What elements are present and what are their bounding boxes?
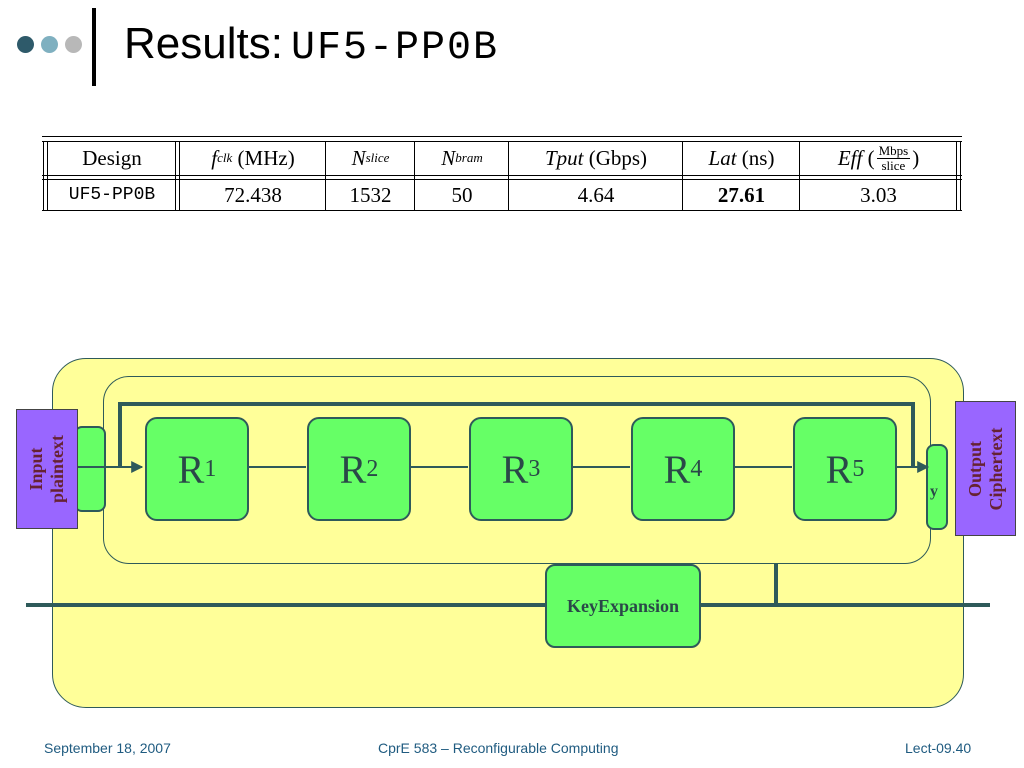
- lat-symbol: Lat: [708, 145, 737, 170]
- page-title-text: Results:: [124, 19, 283, 68]
- fclk-symbol: f: [211, 145, 218, 170]
- round-2-index: 2: [366, 455, 379, 482]
- round-2-letter: R: [339, 446, 367, 492]
- footer-date: September 18, 2007: [44, 740, 171, 756]
- lat-unit: (ns): [741, 145, 775, 170]
- round-4-letter: R: [663, 446, 691, 492]
- fclk-unit: (MHz): [237, 145, 295, 170]
- output-ciphertext-box: Output Ciphertext: [955, 401, 1016, 536]
- page-title: Results:UF5-PP0B: [124, 16, 499, 77]
- col-header-tput: Tput (Gbps): [509, 141, 683, 175]
- round-1-letter: R: [177, 446, 205, 492]
- output-label-line1: Output: [964, 440, 985, 497]
- footer-lecture: Lect-09.40: [905, 740, 972, 756]
- cell-lat: 27.61: [717, 182, 766, 207]
- input-label-line1: Input: [26, 447, 46, 491]
- bullet-dot-dark: [17, 36, 34, 53]
- nbram-symbol: N: [441, 145, 456, 170]
- round-3-index: 3: [528, 455, 541, 482]
- cell-fclk: 72.438: [224, 182, 282, 207]
- eff-symbol: Eff: [837, 145, 863, 170]
- cell-design: UF5-PP0B: [68, 185, 156, 205]
- tput-unit: (Gbps): [588, 145, 648, 170]
- round-3-letter: R: [501, 446, 529, 492]
- page-title-code: UF5-PP0B: [290, 26, 499, 71]
- cell-nbram: 50: [451, 182, 473, 207]
- round-5-index: 5: [852, 455, 865, 482]
- round-4-index: 4: [690, 455, 703, 482]
- key-expansion-box: KeyExpansion: [545, 564, 701, 648]
- input-plaintext-box: Input plaintext: [16, 409, 78, 529]
- eff-close-paren: ): [912, 145, 920, 170]
- results-table-grid: [42, 141, 962, 211]
- key-expansion-label: KeyExpansion: [566, 595, 680, 616]
- col-header-design: Design: [48, 141, 176, 175]
- output-stub-box: [926, 444, 948, 530]
- col-header-lat: Lat (ns): [683, 141, 800, 175]
- eff-unit-numerator: Mbps: [876, 142, 911, 159]
- output-stub-label: y: [930, 483, 938, 500]
- title-divider: [92, 8, 96, 86]
- cell-eff: 3.03: [860, 182, 897, 207]
- cell-tput: 4.64: [577, 182, 615, 207]
- round-5-letter: R: [825, 446, 853, 492]
- table-top-rule: [42, 136, 962, 137]
- bullet-dot-gray: [65, 36, 82, 53]
- eff-open-paren: (: [867, 145, 875, 170]
- bullet-dot-light: [41, 36, 58, 53]
- nslice-subscript: slice: [365, 150, 390, 165]
- input-plaintext-label: Input plaintext: [26, 435, 68, 503]
- output-ciphertext-label: Output Ciphertext: [965, 427, 1007, 510]
- output-label-line2: Ciphertext: [985, 427, 1006, 510]
- nslice-symbol: N: [351, 145, 366, 170]
- cell-nslice: 1532: [349, 182, 392, 207]
- nbram-subscript: bram: [455, 150, 483, 165]
- tput-symbol: Tput: [544, 145, 584, 170]
- footer-course: CprE 583 – Reconfigurable Computing: [378, 740, 619, 756]
- input-label-line2: plaintext: [47, 434, 67, 504]
- feedback-loop-line: [118, 402, 915, 467]
- round-1-index: 1: [204, 455, 217, 482]
- fclk-subscript: clk: [217, 150, 233, 165]
- col-header-design-text: Design: [82, 145, 142, 170]
- eff-unit-denominator: slice: [881, 157, 906, 173]
